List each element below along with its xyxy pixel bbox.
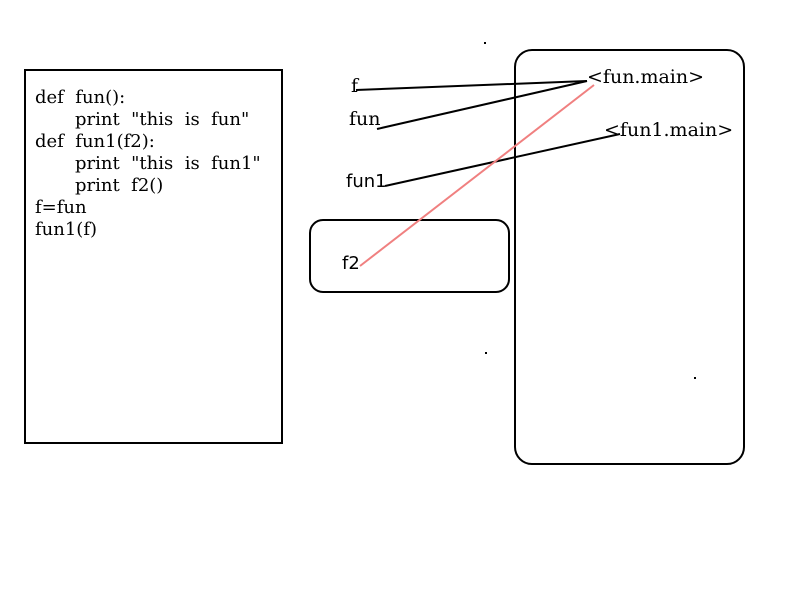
name-label-f2: f2 xyxy=(342,253,360,274)
object-heap-box xyxy=(514,49,745,465)
code-line-def-fun: def fun(): xyxy=(35,87,126,108)
code-line-def-fun1: def fun1(f2): xyxy=(35,131,155,152)
stray-dot xyxy=(694,377,696,379)
reference-line-f xyxy=(355,80,588,91)
code-line-print-fun1: print "this is fun1" xyxy=(75,153,261,174)
code-line-call-fun1: fun1(f) xyxy=(35,219,98,240)
reference-line-fun1 xyxy=(384,133,621,187)
name-label-f: f xyxy=(351,75,359,97)
name-label-fun: fun xyxy=(349,108,381,130)
stray-dot xyxy=(485,352,487,354)
stray-dot xyxy=(484,42,486,44)
call-frame-box xyxy=(309,219,510,293)
code-panel: def fun(): print "this is fun" def fun1(… xyxy=(24,69,283,444)
name-label-fun1: fun1 xyxy=(346,171,387,192)
object-label-fun-main: <fun.main> xyxy=(587,66,705,88)
code-line-print-fun: print "this is fun" xyxy=(75,109,250,130)
object-label-fun1-main: <fun1.main> xyxy=(604,119,734,141)
code-line-assign-f: f=fun xyxy=(35,197,87,218)
code-line-print-f2: print f2() xyxy=(75,175,164,196)
reference-line-fun xyxy=(376,80,588,130)
reference-line-f2 xyxy=(359,84,595,267)
